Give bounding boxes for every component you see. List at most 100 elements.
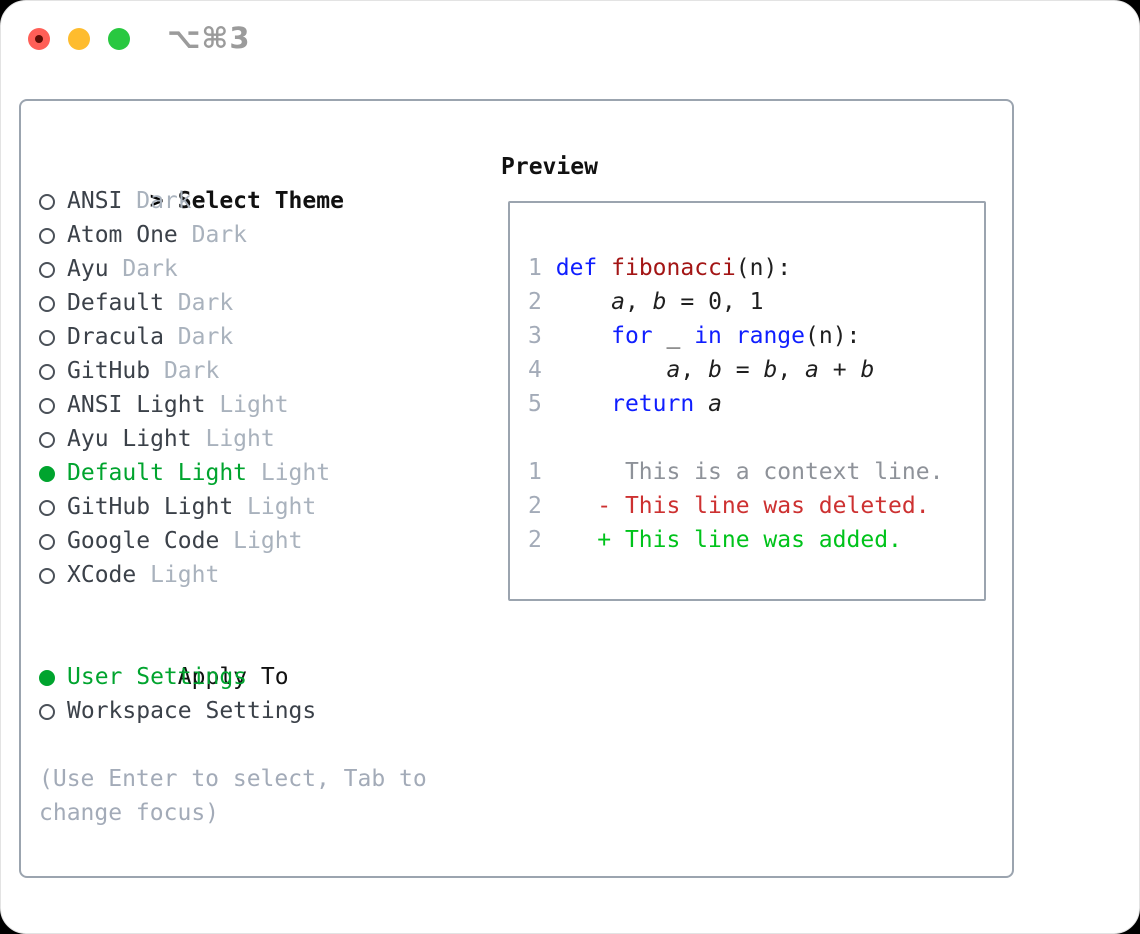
theme-option-ansi-dark[interactable]: ANSI Dark <box>39 184 469 218</box>
code-token-plain: = <box>721 357 764 383</box>
code-token-kw: for <box>611 323 653 349</box>
code-token-vr: a <box>708 391 722 417</box>
apply-option-workspace-settings[interactable]: Workspace Settings <box>39 694 469 728</box>
code-token-plain <box>556 357 667 383</box>
radio-cell <box>39 184 67 218</box>
theme-option-default-dark[interactable]: Default Dark <box>39 286 469 320</box>
theme-option-ayu-dark[interactable]: Ayu Dark <box>39 252 469 286</box>
radio-unselected-icon <box>39 534 55 550</box>
theme-variant-tag: Light <box>191 426 275 452</box>
diff-line-del: 2 - This line was deleted. <box>528 489 984 523</box>
theme-variant-tag: Light <box>247 460 331 486</box>
select-theme-header-label: Select Theme <box>177 188 344 214</box>
code-token-plain <box>556 323 611 349</box>
theme-option-label: GitHub <box>67 358 151 384</box>
code-token-vr: a <box>805 357 819 383</box>
help-text: (Use Enter to select, Tab to change focu… <box>39 766 427 826</box>
radio-unselected-icon <box>39 704 55 720</box>
theme-option-label: ANSI <box>67 188 123 214</box>
spacer <box>39 728 469 762</box>
code-token-vr: b <box>708 357 722 383</box>
theme-option-atom-one-dark[interactable]: Atom One Dark <box>39 218 469 252</box>
line-number: 2 <box>528 527 542 553</box>
code-token-plain: , <box>680 357 709 383</box>
theme-option-ayu-light-light[interactable]: Ayu Light Light <box>39 422 469 456</box>
radio-cell <box>39 252 67 286</box>
diff-line-add: 2 + This line was added. <box>528 523 984 557</box>
theme-variant-tag: Light <box>136 562 220 588</box>
theme-option-label: Ayu Light <box>67 426 192 452</box>
radio-unselected-icon <box>39 228 55 244</box>
line-number: 2 <box>528 493 542 519</box>
focus-caret-icon: > <box>149 188 164 214</box>
maximize-button[interactable] <box>108 28 130 50</box>
theme-option-label: Default Light <box>67 460 248 486</box>
minimize-button[interactable] <box>68 28 90 50</box>
radio-cell <box>39 456 67 490</box>
diff-text-add: + This line was added. <box>597 527 902 553</box>
code-token-vr: b <box>763 357 778 383</box>
code-token-plain <box>694 391 708 417</box>
theme-option-label: XCode <box>67 562 137 588</box>
code-token-plain: = 0, 1 <box>666 289 764 315</box>
theme-option-label: ANSI Light <box>67 392 206 418</box>
theme-option-ansi-light-light[interactable]: ANSI Light Light <box>39 388 469 422</box>
apply-to-header: Apply To <box>39 626 469 690</box>
radio-cell <box>39 558 67 592</box>
apply-option-label: Workspace Settings <box>67 698 317 724</box>
code-token-fn: fibonacci <box>611 255 736 281</box>
window-title-shortcut: ⌥⌘3 <box>167 21 251 55</box>
code-token-vr: a <box>666 357 681 383</box>
code-token-plain <box>722 323 736 349</box>
code-line: 2 a, b = 0, 1 <box>528 285 984 319</box>
line-number: 4 <box>528 357 542 383</box>
radio-cell <box>39 218 67 252</box>
line-number: 1 <box>528 459 542 485</box>
window-titlebar: ⌥⌘3 <box>1 1 1139 77</box>
preview-header-label: Preview <box>501 154 598 180</box>
apply-option-user-settings[interactable]: User Settings <box>39 660 469 694</box>
close-button[interactable] <box>28 28 50 50</box>
theme-variant-tag: Dark <box>122 188 192 214</box>
theme-option-xcode-light[interactable]: XCode Light <box>39 558 469 592</box>
select-theme-header: > Select Theme <box>39 150 469 214</box>
diff-text-del: - This line was deleted. <box>597 493 930 519</box>
radio-cell <box>39 660 67 694</box>
radio-unselected-icon <box>39 330 55 346</box>
theme-option-google-code-light[interactable]: Google Code Light <box>39 524 469 558</box>
theme-option-label: Default <box>67 290 164 316</box>
theme-option-dracula-dark[interactable]: Dracula Dark <box>39 320 469 354</box>
radio-cell <box>39 354 67 388</box>
code-token-plain: + <box>818 357 861 383</box>
theme-variant-tag: Dark <box>163 324 234 350</box>
radio-unselected-icon <box>39 398 55 414</box>
theme-option-github-dark[interactable]: GitHub Dark <box>39 354 469 388</box>
radio-selected-icon <box>39 466 55 482</box>
apply-option-label: User Settings <box>67 664 248 690</box>
code-token-plain <box>597 255 611 281</box>
theme-option-github-light-light[interactable]: GitHub Light Light <box>39 490 469 524</box>
code-token-kw: in <box>694 323 722 349</box>
radio-cell <box>39 490 67 524</box>
radio-cell <box>39 422 67 456</box>
code-token-kw: range <box>735 323 806 349</box>
apply-to-header-label: Apply To <box>177 664 289 690</box>
theme-option-label: Google Code <box>67 528 220 554</box>
theme-option-default-light-light[interactable]: Default Light Light <box>39 456 469 490</box>
theme-option-label: GitHub Light <box>67 494 234 520</box>
code-token-vr: b <box>652 289 667 315</box>
radio-cell <box>39 286 67 320</box>
line-number: 1 <box>528 255 542 281</box>
radio-unselected-icon <box>39 262 55 278</box>
theme-option-label: Atom One <box>67 222 178 248</box>
line-number: 3 <box>528 323 542 349</box>
code-token-plain <box>556 289 611 315</box>
line-number: 5 <box>528 391 542 417</box>
